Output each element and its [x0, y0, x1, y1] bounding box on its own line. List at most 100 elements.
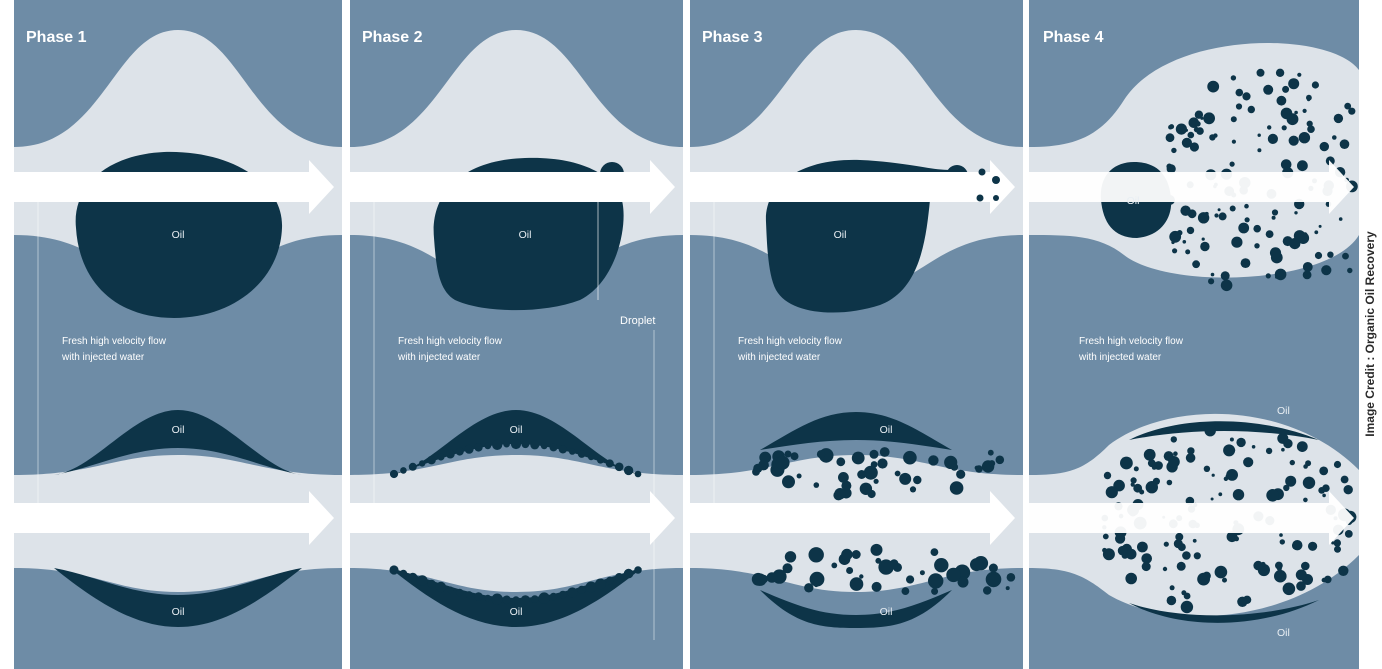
image-credit: Image Credit : Organic Oil Recovery [1363, 231, 1377, 436]
oil-droplet [920, 570, 925, 575]
oil-droplet [1207, 81, 1219, 93]
oil-droplet [1243, 457, 1253, 467]
oil-droplet [456, 589, 464, 597]
oil-droplet [1253, 225, 1261, 233]
oil-droplet [814, 482, 820, 488]
oil-droplet [447, 587, 454, 594]
oil-droplet [1102, 548, 1107, 553]
oil-droplet [913, 476, 921, 484]
oil-droplet [1214, 213, 1218, 217]
oil-droplet [1145, 558, 1149, 562]
oil-droplet [1192, 260, 1200, 268]
oil-droplet [427, 456, 436, 465]
oil-droplet [1277, 566, 1282, 571]
phase-title: Phase 1 [26, 29, 87, 46]
oil-droplet [1257, 148, 1261, 152]
oil-droplet [1283, 439, 1292, 448]
oil-droplet [1257, 69, 1265, 77]
oil-droplet [530, 440, 539, 449]
oil-droplet [531, 595, 539, 603]
oil-droplet [409, 463, 417, 471]
oil-droplet [1320, 142, 1329, 151]
oil-droplet [1341, 476, 1349, 484]
oil-droplet [895, 471, 901, 477]
oil-droplet [446, 450, 455, 459]
phase-title: Phase 4 [1043, 29, 1104, 46]
oil-droplet [1327, 252, 1333, 258]
oil-droplet [539, 592, 550, 603]
oil-droplet [1120, 457, 1133, 470]
oil-droplet [1176, 124, 1187, 135]
oil-droplet [928, 455, 938, 465]
top-wall-oil-label: Oil [1277, 405, 1290, 417]
oil-droplet [1183, 240, 1187, 244]
oil-droplet [615, 463, 624, 472]
oil-droplet [1169, 231, 1181, 243]
oil-droplet [880, 447, 890, 457]
oil-droplet [1236, 103, 1242, 109]
oil-droplet [1322, 578, 1327, 583]
phase-title: Phase 3 [702, 29, 763, 46]
panel-phase-2: Phase 2 Oil Droplet Fresh high velocity … [350, 0, 683, 669]
oil-droplet [1348, 108, 1355, 115]
oil-droplet [785, 451, 792, 458]
oil-droplet [541, 443, 548, 450]
oil-droplet [983, 586, 991, 594]
oil-droplet [1270, 247, 1281, 258]
oil-droplet [1318, 487, 1325, 494]
oil-droplet [1125, 573, 1137, 585]
oil-droplet [606, 577, 614, 585]
oil-droplet [1198, 212, 1209, 223]
oil-droplet [1131, 477, 1137, 483]
oil-droplet [1167, 596, 1177, 606]
oil-droplet [797, 474, 802, 479]
oil-droplet [1334, 546, 1341, 553]
oil-droplet [624, 569, 634, 579]
oil-droplet [1294, 211, 1297, 214]
oil-droplet [390, 470, 398, 478]
oil-droplet [492, 594, 503, 605]
oil-droplet [988, 450, 994, 456]
oil-droplet [975, 465, 982, 472]
oil-droplet [1205, 425, 1216, 436]
oil-droplet [864, 466, 878, 480]
oil-droplet [871, 461, 878, 468]
oil-droplet [559, 445, 567, 453]
oil-droplet [931, 548, 939, 556]
oil-droplet [1303, 232, 1307, 236]
oil-droplet [1202, 238, 1205, 241]
oil-droplet [389, 565, 398, 574]
oil-droplet [1301, 562, 1310, 571]
oil-droplet [874, 479, 879, 484]
oil-droplet [1303, 464, 1308, 469]
oil-droplet [1345, 530, 1353, 538]
oil-droplet [1281, 448, 1285, 452]
oil-droplet [484, 443, 491, 450]
caption-line-1: Fresh high velocity flow [738, 336, 843, 347]
pore-oil-label: Oil [519, 229, 532, 241]
oil-droplet [1134, 466, 1139, 471]
oil-droplet [1133, 484, 1142, 493]
oil-droplet [1245, 459, 1249, 463]
oil-droplet [474, 592, 483, 601]
oil-droplet [1204, 466, 1210, 472]
oil-droplet [1283, 485, 1289, 491]
oil-droplet [1294, 111, 1298, 115]
oil-droplet [1297, 160, 1308, 171]
oil-droplet [569, 448, 576, 455]
bottom-wall-oil-label: Oil [510, 606, 523, 618]
oil-droplet [782, 475, 795, 488]
oil-droplet [1212, 474, 1215, 477]
oil-droplet [1215, 566, 1228, 579]
oil-droplet [1340, 139, 1350, 149]
oil-droplet [485, 595, 492, 602]
oil-droplet [1173, 451, 1178, 456]
panel-phase-3: Phase 3 Oil Fresh high velocity flow wit… [690, 0, 1023, 669]
oil-droplet [624, 466, 633, 475]
oil-droplet [1241, 258, 1251, 268]
oil-droplet [550, 593, 558, 601]
oil-droplet [1238, 223, 1249, 234]
oil-droplet [1339, 217, 1343, 221]
oil-droplet [578, 450, 586, 458]
oil-droplet [910, 486, 916, 492]
